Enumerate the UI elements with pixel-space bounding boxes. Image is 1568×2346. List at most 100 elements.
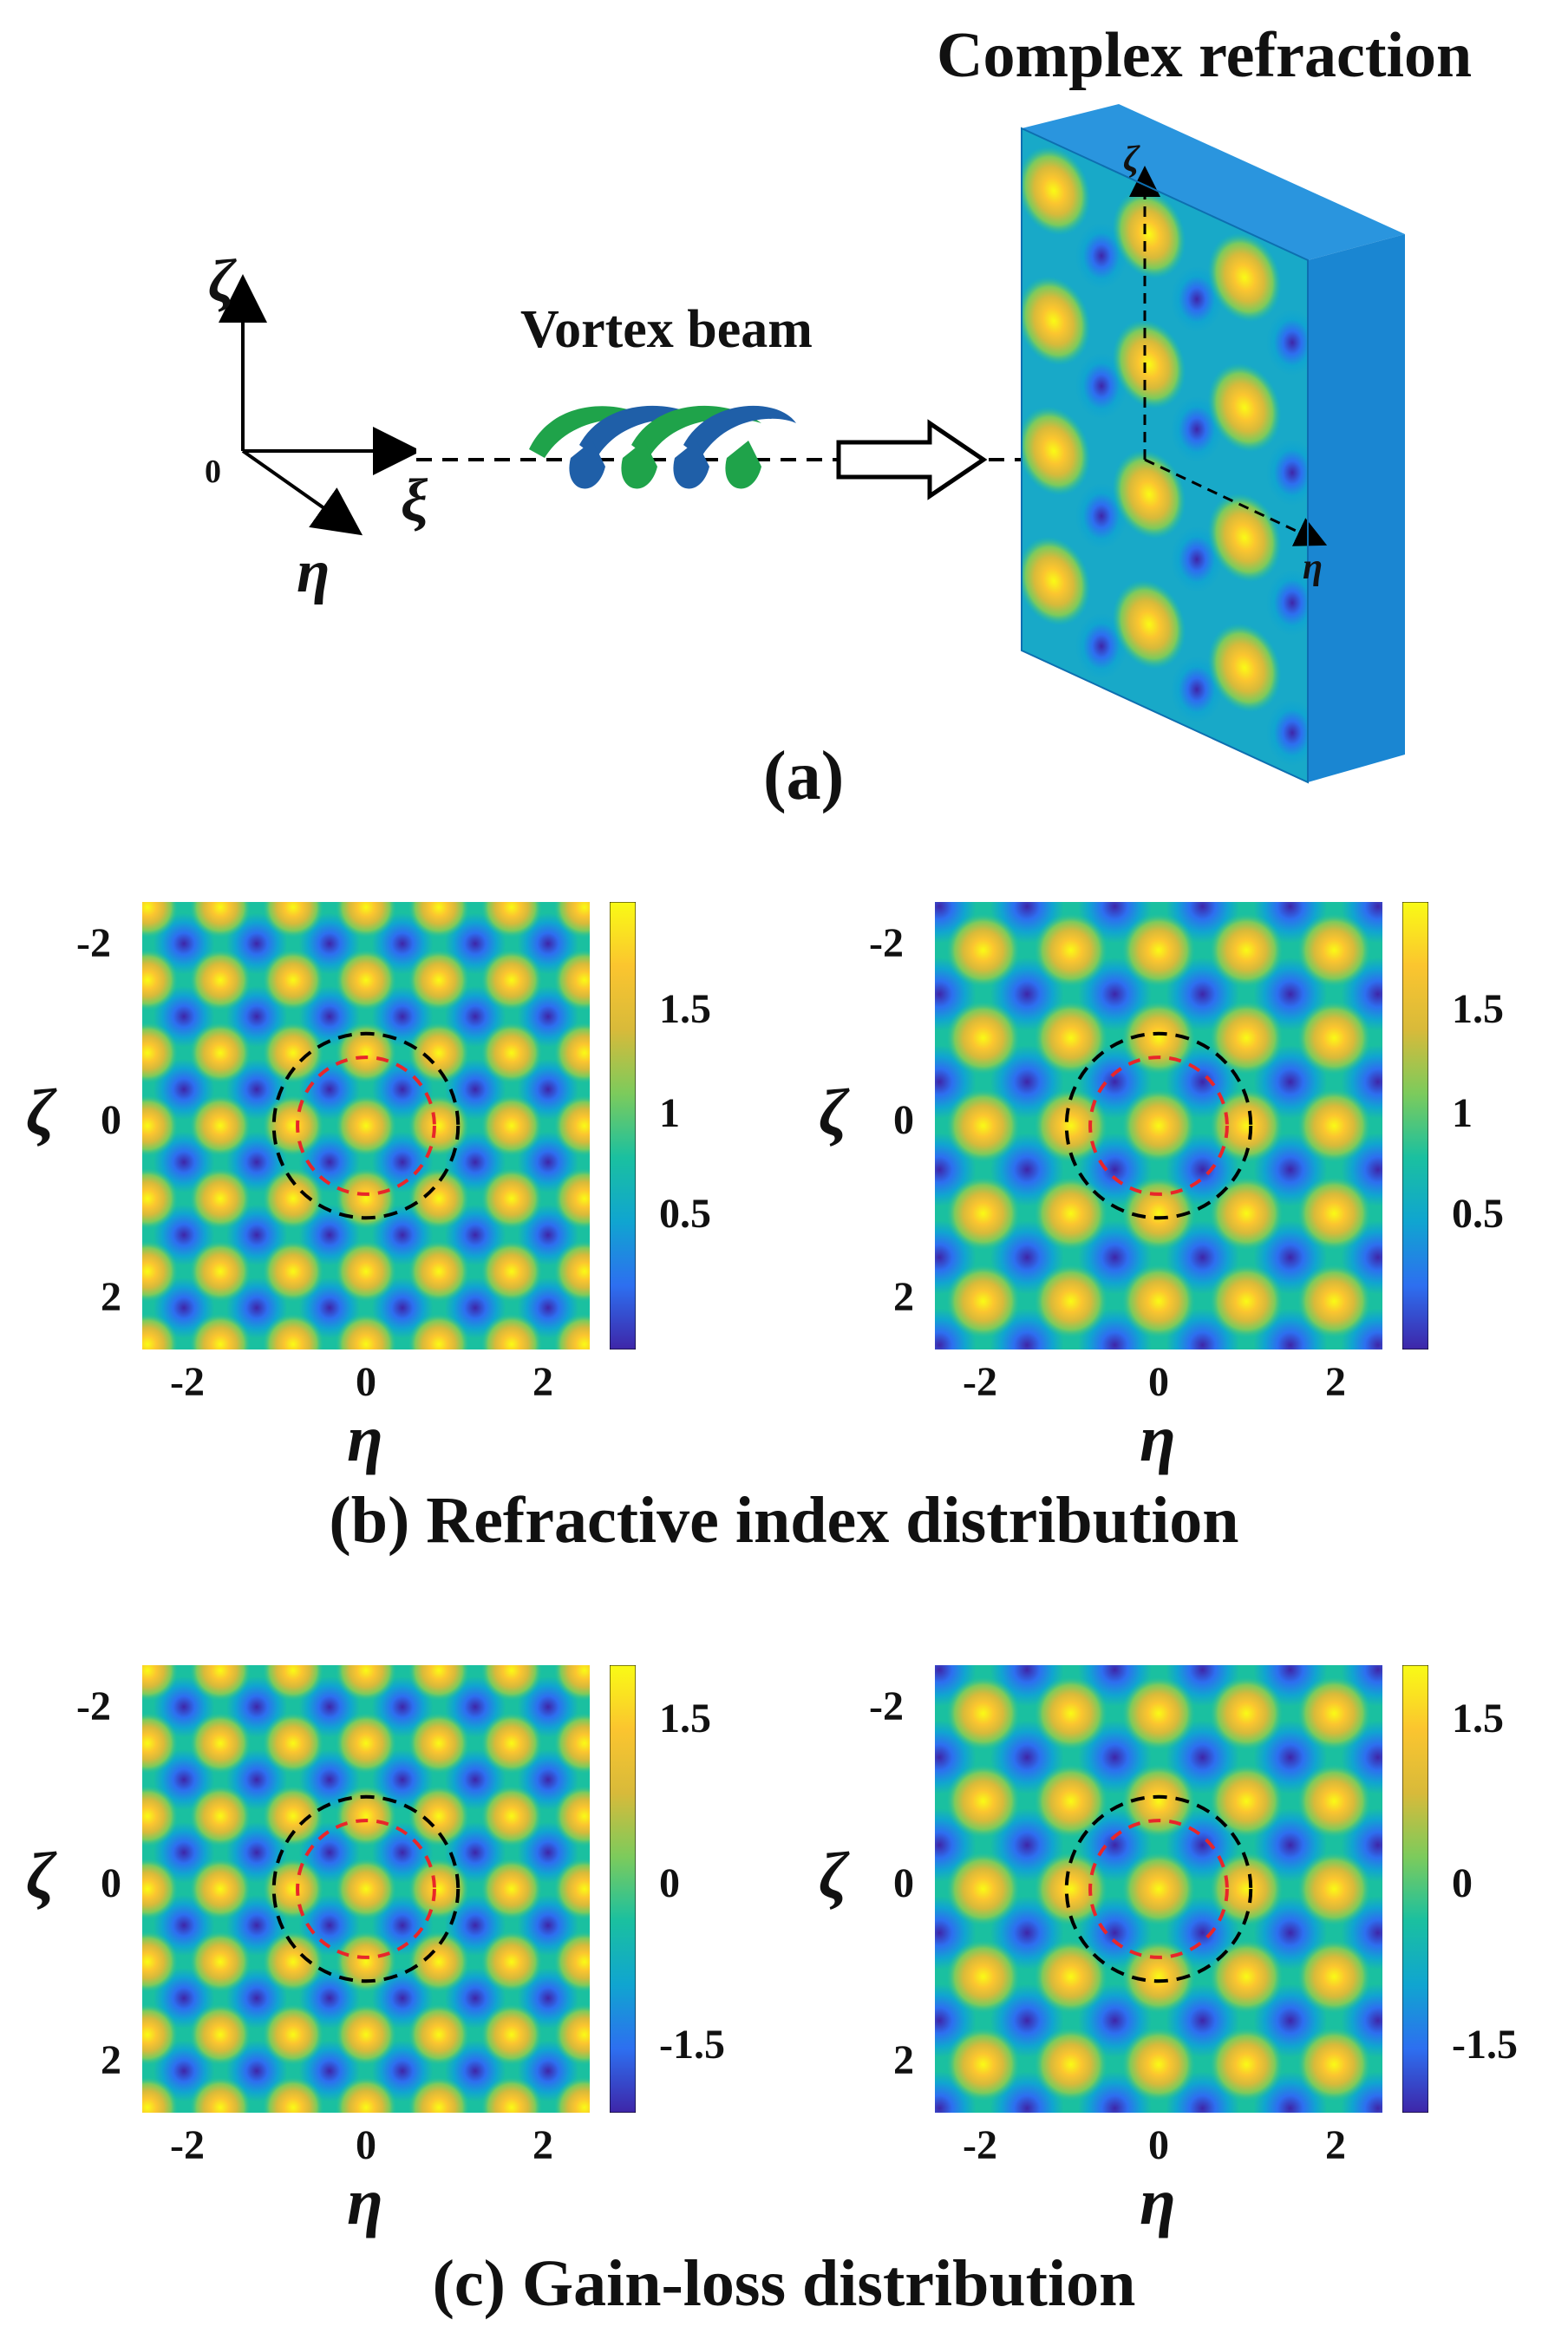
lattice-peak xyxy=(1027,2020,1115,2108)
lattice-peak xyxy=(142,1780,185,1853)
lattice-peak xyxy=(402,1925,475,1998)
lattice-peak xyxy=(402,1016,475,1090)
lattice-peak xyxy=(1377,1869,1382,1909)
x-tick: 0 xyxy=(1148,2122,1169,2168)
lattice-peak xyxy=(1027,1757,1115,1846)
colorbar-b-left xyxy=(610,902,636,1349)
cbar-tick: 1.5 xyxy=(1452,1696,1504,1742)
lattice-peak xyxy=(474,1665,548,1708)
lattice-peak xyxy=(1202,1932,1290,2021)
lattice-peak xyxy=(184,1665,258,1708)
xlabel: η xyxy=(347,1402,383,1475)
coordinate-frame xyxy=(219,274,416,536)
lattice-peak xyxy=(257,1665,330,1708)
lattice-peak xyxy=(1202,1257,1290,1345)
lattice-peak xyxy=(474,1089,548,1162)
lattice-peak xyxy=(1139,2107,1179,2113)
refraction-slab xyxy=(1021,104,1405,784)
lattice-peak xyxy=(1290,1757,1378,1846)
lattice-peak xyxy=(1114,1257,1203,1345)
lattice-peak xyxy=(474,1997,548,2071)
lattice-peak xyxy=(1027,1257,1115,1345)
slab-peak xyxy=(1022,528,1097,634)
slab-peak xyxy=(1106,181,1192,287)
vortex-beam-label: Vortex beam xyxy=(520,300,813,359)
outer-ring xyxy=(271,1031,461,1220)
slab-peak xyxy=(1022,398,1097,504)
outer-ring xyxy=(1064,1794,1253,1983)
axis-label-eta: η xyxy=(297,539,330,605)
lattice-peak xyxy=(330,1161,402,1235)
lattice-peak xyxy=(1227,1665,1266,1670)
lattice-peak xyxy=(1227,1344,1266,1349)
lattice-peak xyxy=(142,1665,185,1708)
lattice-peak xyxy=(1114,2020,1203,2108)
lattice-peak xyxy=(547,1016,590,1089)
lattice-peak xyxy=(402,1161,475,1235)
x-tick: 2 xyxy=(532,1359,553,1405)
panel-b-caption: (b) Refractive index distribution xyxy=(329,1484,1239,1557)
panel-c: 1.5 0 -1.5 -2 0 2 -2 0 2 ζ η 1.5 0 -1.5 … xyxy=(0,1639,1568,2346)
lattice-peak xyxy=(935,931,940,970)
lattice-peak xyxy=(547,1997,590,2071)
lattice-peak xyxy=(1202,2020,1290,2108)
xlabel: η xyxy=(347,2166,383,2238)
lattice-peak xyxy=(547,1307,590,1349)
x-tick: 2 xyxy=(1325,1359,1346,1405)
y-tick: 0 xyxy=(101,1097,121,1143)
lattice-peak xyxy=(547,1780,590,1853)
slab-minimum xyxy=(1075,743,1127,782)
lattice-peak xyxy=(330,944,402,1017)
lattice-peak xyxy=(547,1707,590,1781)
lattice-peak xyxy=(330,902,402,944)
lattice-peak xyxy=(474,902,548,944)
ylabel: ζ xyxy=(819,1076,848,1149)
colorbar-c-left xyxy=(610,1665,636,2113)
lattice-peak xyxy=(1290,994,1378,1082)
y-tick: 0 xyxy=(893,1860,914,1906)
lattice-peak xyxy=(547,1234,590,1308)
vortex-beam-icon xyxy=(529,405,796,489)
lattice-peak xyxy=(402,1234,475,1308)
lattice-peak xyxy=(142,1016,185,1089)
lattice-peak xyxy=(939,1169,1028,1258)
lattice-peak xyxy=(330,1853,402,1925)
x-tick: 2 xyxy=(532,2122,553,2168)
lattice-peak xyxy=(474,944,548,1017)
slab-axis-label-zeta: ζ xyxy=(1123,140,1140,180)
lattice-peak xyxy=(1202,1670,1290,1758)
slab-peak xyxy=(1201,355,1288,461)
lattice-peak xyxy=(1377,1282,1382,1321)
x-tick: 0 xyxy=(356,2122,376,2168)
ylabel: ζ xyxy=(26,1076,56,1149)
lattice-peak xyxy=(1315,1665,1354,1670)
y-tick: -2 xyxy=(869,920,904,966)
ylabel: ζ xyxy=(819,1840,848,1912)
lattice-peak xyxy=(184,902,258,944)
cbar-tick: 1 xyxy=(1452,1090,1473,1136)
lattice-peak xyxy=(184,1707,258,1781)
lattice-peak xyxy=(1027,1169,1115,1258)
lattice-peak xyxy=(1290,1932,1378,2021)
lattice-peak xyxy=(939,1757,1028,1846)
lattice-peak xyxy=(939,1845,1028,1933)
lattice-peak xyxy=(939,1082,1028,1170)
lattice-peak xyxy=(330,1925,402,1998)
y-tick: -2 xyxy=(869,1683,904,1729)
lattice-peak xyxy=(402,2070,475,2113)
xlabel: η xyxy=(1140,2166,1176,2238)
xlabel: η xyxy=(1140,1402,1176,1475)
lattice-peak xyxy=(1227,902,1266,907)
lattice-peak xyxy=(547,1853,590,1925)
lattice-peak xyxy=(1114,906,1203,995)
x-tick: 0 xyxy=(356,1359,376,1405)
lattice-peak xyxy=(184,1161,258,1235)
lattice-peak xyxy=(257,944,330,1017)
lattice-peak xyxy=(1139,1665,1179,1670)
x-tick: -2 xyxy=(963,1359,997,1405)
lattice-peak xyxy=(1202,906,1290,995)
y-tick: -2 xyxy=(76,920,111,966)
lattice-peak xyxy=(402,902,475,944)
axis-label-zeta: ζ xyxy=(208,248,235,315)
lattice-peak xyxy=(142,1089,185,1162)
